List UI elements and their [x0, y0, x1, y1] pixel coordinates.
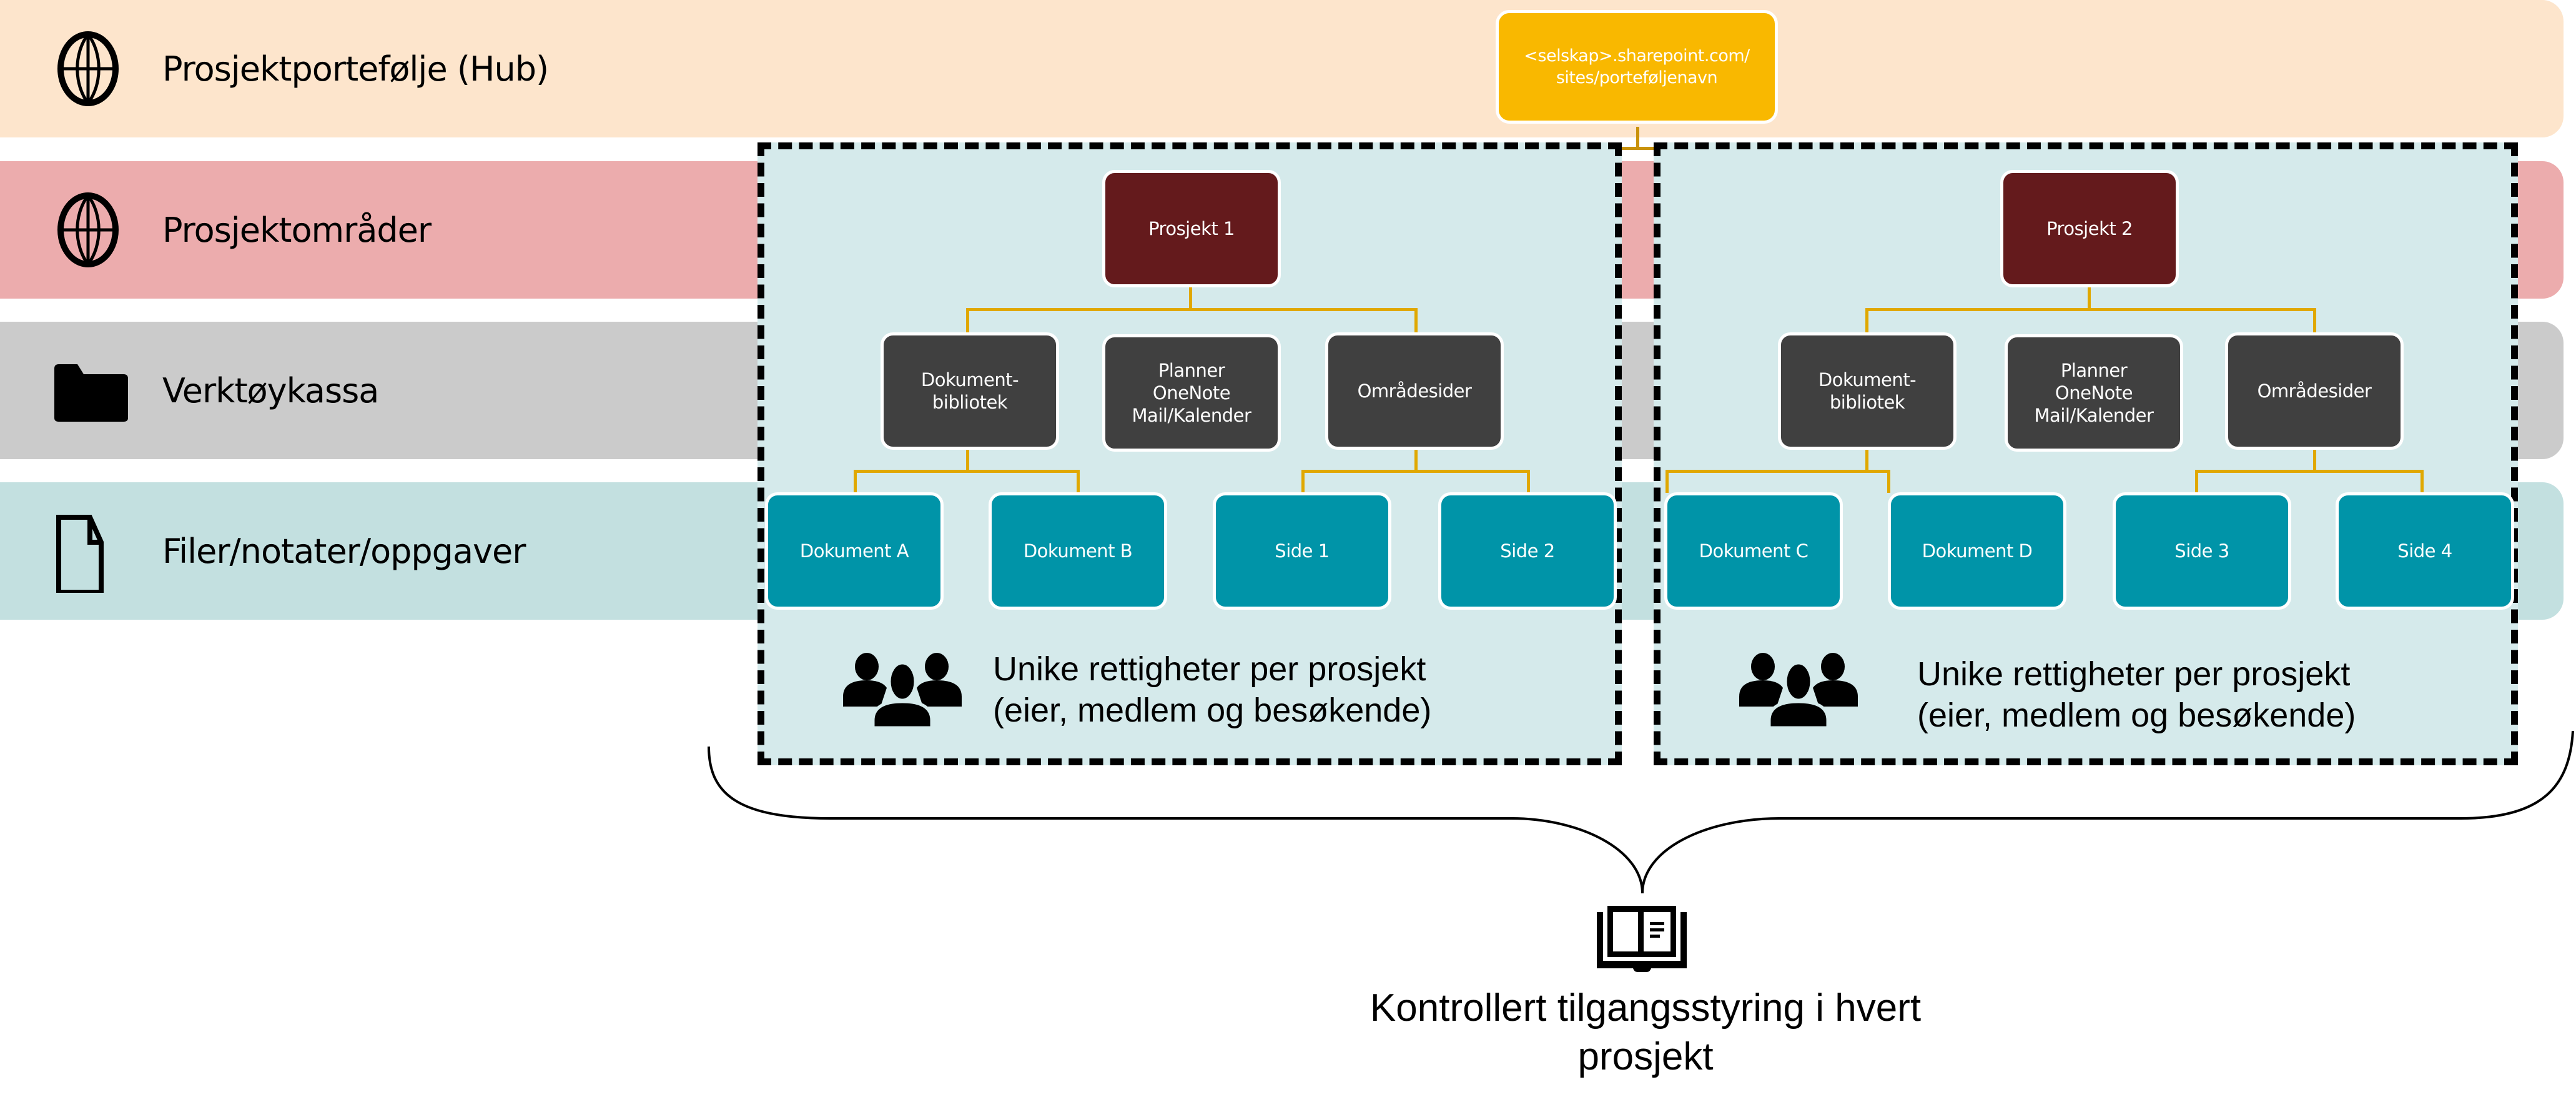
layer-label-hub: Prosjektportefølje (Hub) [162, 49, 549, 89]
item-label: Dokument C [1699, 540, 1809, 562]
connector [2313, 450, 2316, 472]
item-node: Side 4 [2336, 492, 2514, 610]
tool-label-line: Mail/Kalender [1132, 405, 1251, 426]
hub-url-line2: sites/porteføljenavn [1556, 68, 1718, 87]
hub-connector-horizontal [1622, 147, 1654, 150]
item-label: Side 1 [1275, 540, 1330, 562]
connector [2088, 287, 2091, 310]
item-node: Dokument C [1664, 492, 1843, 610]
connector [966, 450, 969, 472]
permissions-line1: Unike rettigheter per prosjekt [1917, 655, 2351, 693]
hub-site-node: <selskap>.sharepoint.com/ sites/porteføl… [1496, 10, 1778, 124]
item-node: Dokument B [989, 492, 1167, 610]
connector [1865, 308, 2316, 311]
item-node: Side 3 [2113, 492, 2291, 610]
summary-caption: Kontrollert tilgangsstyring i hvert pros… [1271, 984, 2020, 1081]
connector [966, 308, 1417, 311]
hub-url-line1: <selskap>.sharepoint.com/ [1524, 46, 1750, 66]
item-node: Side 2 [1438, 492, 1617, 610]
connector [1414, 450, 1418, 472]
layer-label-files: Filer/notater/oppgaver [162, 531, 526, 571]
project-node: Prosjekt 1 [1102, 170, 1281, 287]
connector [1527, 470, 1530, 493]
permissions-line1: Unike rettigheter per prosjekt [993, 650, 1426, 688]
book-icon [1597, 906, 1687, 972]
users-group-icon [843, 653, 962, 728]
permissions-line2: (eier, medlem og besøkende) [993, 692, 1432, 729]
summary-line1: Kontrollert tilgangsstyring i hvert [1369, 986, 1922, 1030]
connector [1077, 470, 1080, 493]
connector [1301, 470, 1305, 493]
item-label: Dokument B [1023, 540, 1133, 562]
tool-node-document-library: Dokument-bibliotek [1778, 332, 1957, 450]
tool-label-line: Dokument- [920, 369, 1019, 390]
item-node: Dokument D [1888, 492, 2066, 610]
tool-label-line: Områdesider [1357, 380, 1472, 402]
connector [1865, 308, 1868, 333]
tool-label-line: Områdesider [2257, 380, 2372, 402]
tool-label-line: OneNote [1152, 382, 1231, 404]
connector [2421, 470, 2424, 493]
tool-label-line: OneNote [2055, 382, 2133, 404]
connector [1301, 470, 1530, 473]
summary-line2: prosjekt [1577, 1035, 1714, 1078]
connector [1189, 287, 1192, 310]
layer-label-areas: Prosjektområder [162, 210, 432, 250]
document-icon [56, 515, 104, 593]
permissions-line2: (eier, medlem og besøkende) [1917, 697, 2356, 734]
item-node: Dokument A [765, 492, 944, 610]
connector [2313, 308, 2316, 333]
permissions-note: Unike rettigheter per prosjekt (eier, me… [1917, 653, 2356, 736]
connector [1666, 470, 1890, 473]
tool-node-document-library: Dokument-bibliotek [881, 332, 1059, 450]
connector [966, 308, 969, 333]
item-node: Side 1 [1213, 492, 1391, 610]
connector [1887, 470, 1890, 493]
folder-icon [54, 364, 128, 422]
connector [2195, 470, 2198, 493]
item-label: Dokument A [799, 540, 909, 562]
connector [1666, 470, 1669, 493]
project-node: Prosjekt 2 [2000, 170, 2179, 287]
connector [1865, 450, 1868, 472]
tool-label-line: Planner [1158, 360, 1225, 381]
item-label: Side 3 [2174, 540, 2229, 562]
project-node-label: Prosjekt 2 [2046, 218, 2133, 239]
tool-label-line: bibliotek [1829, 392, 1905, 413]
hub-connector-vertical [1636, 127, 1639, 147]
layer-label-tools: Verktøykassa [162, 370, 379, 410]
tool-label-line: Mail/Kalender [2034, 405, 2154, 426]
layer-band-hub: Prosjektportefølje (Hub) [0, 0, 2564, 137]
globe-icon [57, 192, 119, 267]
tool-label-line: bibliotek [932, 392, 1008, 413]
connector [854, 470, 857, 493]
item-label: Side 2 [1500, 540, 1555, 562]
item-label: Dokument D [1922, 540, 2033, 562]
globe-icon [57, 31, 119, 106]
tool-label-line: Planner [2060, 360, 2128, 381]
item-label: Side 4 [2397, 540, 2452, 562]
connector [1414, 308, 1418, 333]
connector [2195, 470, 2424, 473]
tool-label-line: Dokument- [1818, 369, 1917, 390]
tool-node-area-pages: Områdesider [2225, 332, 2404, 450]
connector [854, 470, 1080, 473]
tool-node-area-pages: Områdesider [1325, 332, 1504, 450]
project-node-label: Prosjekt 1 [1148, 218, 1235, 239]
permissions-note: Unike rettigheter per prosjekt (eier, me… [993, 648, 1431, 731]
users-group-icon [1739, 653, 1858, 728]
